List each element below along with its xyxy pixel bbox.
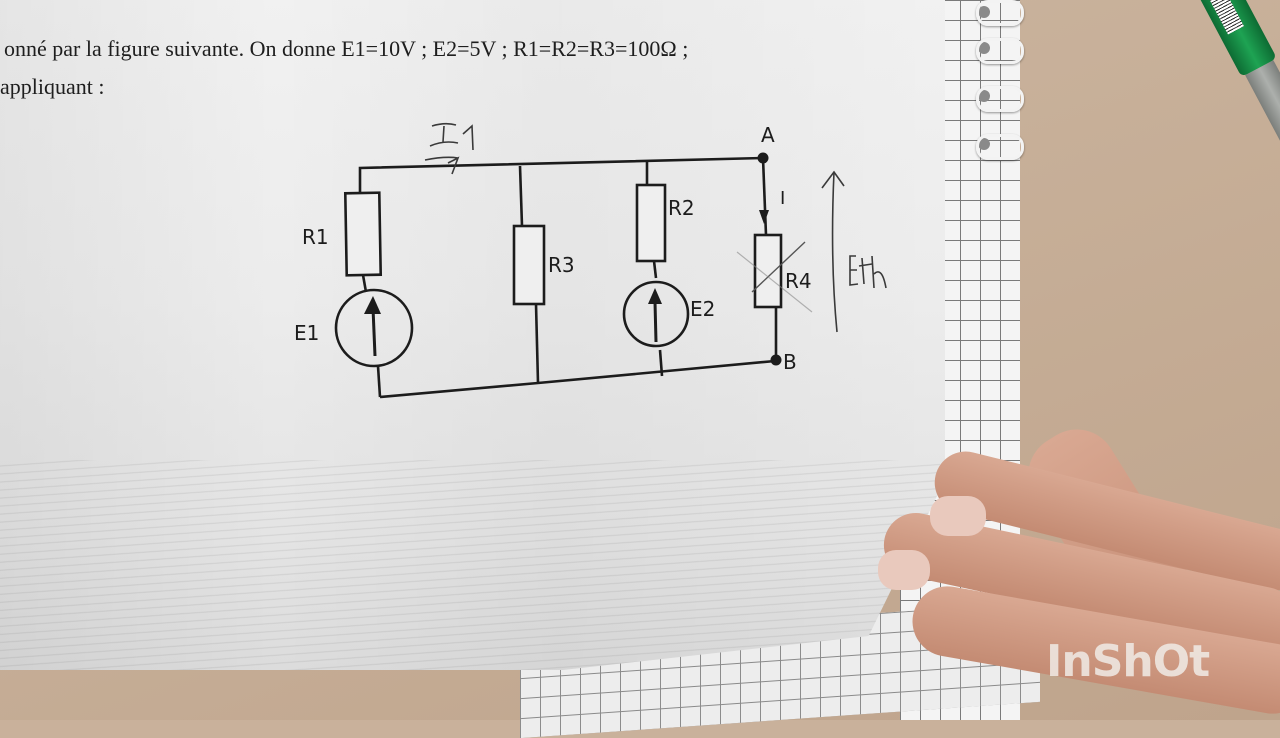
exercise-text-line-1: onné par la figure suivante. On donne E1… — [4, 36, 689, 61]
resistor-r4 — [736, 233, 813, 313]
fingernail — [878, 550, 930, 590]
label-r3: R3 — [548, 253, 575, 277]
circuit-diagram: R1 E1 R3 R2 E2 R4 A B I — [294, 122, 887, 399]
print-streaks — [0, 460, 940, 670]
spiral-ring — [976, 38, 1024, 64]
spiral-ring — [976, 134, 1024, 160]
handwritten-eth — [849, 255, 887, 289]
node-a-dot — [757, 152, 769, 164]
label-r1: R1 — [302, 225, 329, 249]
resistor-r1 — [343, 191, 383, 277]
label-e2: E2 — [690, 297, 715, 321]
r4-strike-mark — [751, 241, 806, 293]
fingernail — [930, 496, 986, 536]
label-node-b: B — [783, 350, 797, 374]
resistor-r2 — [635, 183, 667, 263]
node-b-dot — [770, 354, 782, 366]
handwritten-eth-arrow — [821, 170, 845, 333]
label-r4: R4 — [785, 269, 812, 293]
label-r2: R2 — [668, 196, 695, 220]
current-arrow-icon — [759, 210, 769, 224]
label-e1: E1 — [294, 321, 319, 345]
exercise-text-line-2: appliquant : — [0, 74, 105, 99]
voltage-source-e1 — [334, 288, 414, 368]
handwritten-i1 — [424, 122, 474, 175]
hand — [870, 410, 1280, 730]
spiral-ring — [976, 0, 1024, 26]
inshot-watermark: InShOt — [1046, 636, 1210, 687]
label-current-i: I — [780, 188, 785, 209]
circuit-wires — [358, 156, 778, 399]
spiral-ring — [976, 86, 1024, 112]
voltage-source-e2 — [622, 280, 690, 348]
resistor-r3 — [512, 224, 546, 306]
label-node-a: A — [761, 123, 775, 147]
